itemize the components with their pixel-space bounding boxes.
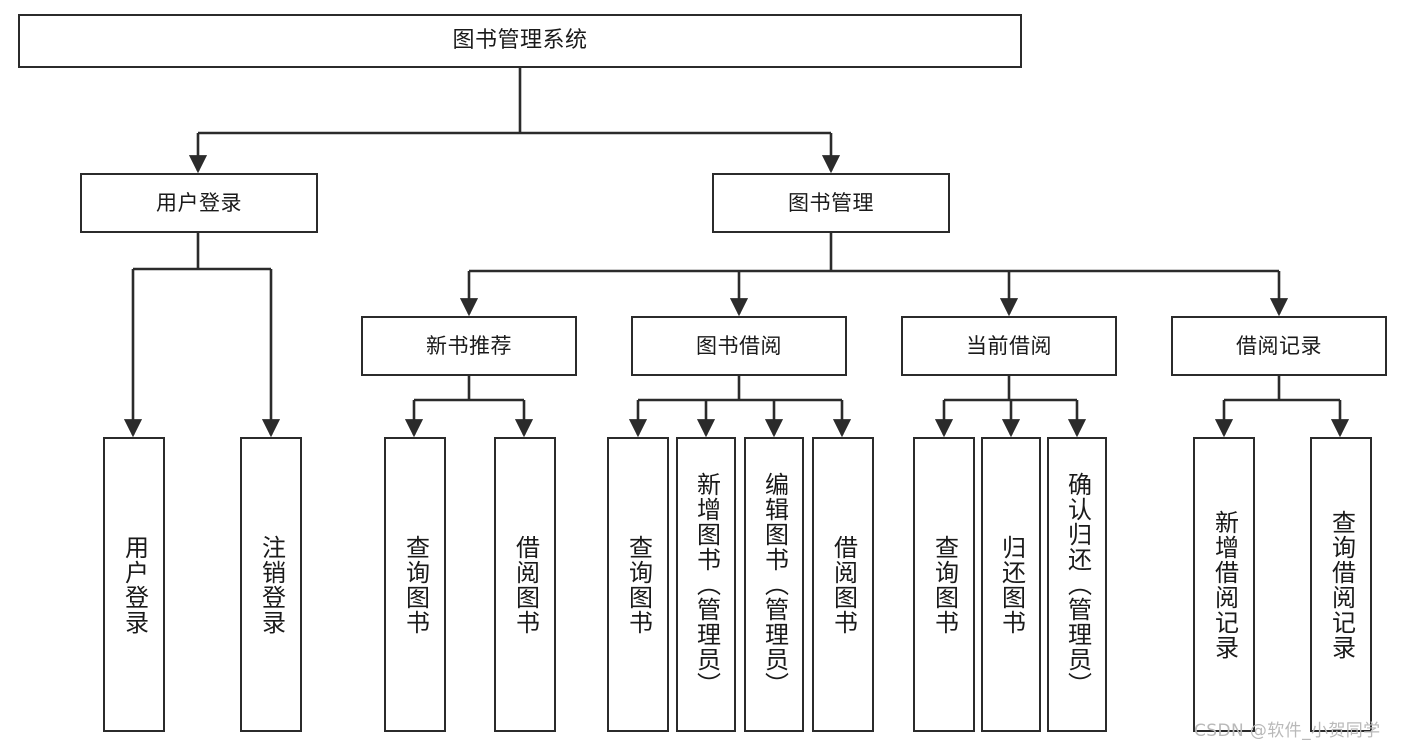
node-label: 用户登录 xyxy=(120,534,149,635)
node-label: 当前借阅 xyxy=(966,333,1052,358)
leaf-confirm-return-admin[interactable]: 确认归还（管理员） xyxy=(1047,437,1107,732)
leaf-add-book-admin[interactable]: 新增图书（管理员） xyxy=(676,437,736,732)
node-label: 查询借阅记录 xyxy=(1327,509,1356,660)
node-label: 图书管理 xyxy=(788,190,874,215)
leaf-borrow-book[interactable]: 借阅图书 xyxy=(812,437,874,732)
node-borrow-record[interactable]: 借阅记录 xyxy=(1171,316,1387,376)
node-label: 用户登录 xyxy=(156,190,242,215)
leaf-query-book-borrow[interactable]: 查询图书 xyxy=(607,437,669,732)
leaf-query-borrow-record[interactable]: 查询借阅记录 xyxy=(1310,437,1372,732)
node-label: 查询图书 xyxy=(401,534,430,635)
node-root-book-management-system[interactable]: 图书管理系统 xyxy=(18,14,1022,68)
node-label: 借阅图书 xyxy=(511,534,540,635)
leaf-logout[interactable]: 注销登录 xyxy=(240,437,302,732)
node-current-borrow[interactable]: 当前借阅 xyxy=(901,316,1117,376)
node-label: 查询图书 xyxy=(624,534,653,635)
node-label: 确认归还（管理员） xyxy=(1063,472,1092,697)
leaf-add-borrow-record[interactable]: 新增借阅记录 xyxy=(1193,437,1255,732)
node-book-management[interactable]: 图书管理 xyxy=(712,173,950,233)
node-label: 新增借阅记录 xyxy=(1210,509,1239,660)
node-label: 新书推荐 xyxy=(426,333,512,358)
node-label: 归还图书 xyxy=(997,534,1026,635)
leaf-user-login[interactable]: 用户登录 xyxy=(103,437,165,732)
node-label: 新增图书（管理员） xyxy=(692,472,721,697)
node-label: 图书管理系统 xyxy=(452,28,588,54)
node-label: 借阅记录 xyxy=(1236,333,1322,358)
leaf-query-book-current[interactable]: 查询图书 xyxy=(913,437,975,732)
node-book-borrow[interactable]: 图书借阅 xyxy=(631,316,847,376)
node-label: 借阅图书 xyxy=(829,534,858,635)
node-user-login[interactable]: 用户登录 xyxy=(80,173,318,233)
node-new-book-recommend[interactable]: 新书推荐 xyxy=(361,316,577,376)
leaf-borrow-book-recommend[interactable]: 借阅图书 xyxy=(494,437,556,732)
node-label: 编辑图书（管理员） xyxy=(760,472,789,697)
leaf-return-book[interactable]: 归还图书 xyxy=(981,437,1041,732)
node-label: 注销登录 xyxy=(257,534,286,635)
node-label: 图书借阅 xyxy=(696,333,782,358)
watermark-text: CSDN @软件_小贺同学 xyxy=(1194,721,1381,741)
leaf-edit-book-admin[interactable]: 编辑图书（管理员） xyxy=(744,437,804,732)
node-label: 查询图书 xyxy=(930,534,959,635)
leaf-query-book-recommend[interactable]: 查询图书 xyxy=(384,437,446,732)
